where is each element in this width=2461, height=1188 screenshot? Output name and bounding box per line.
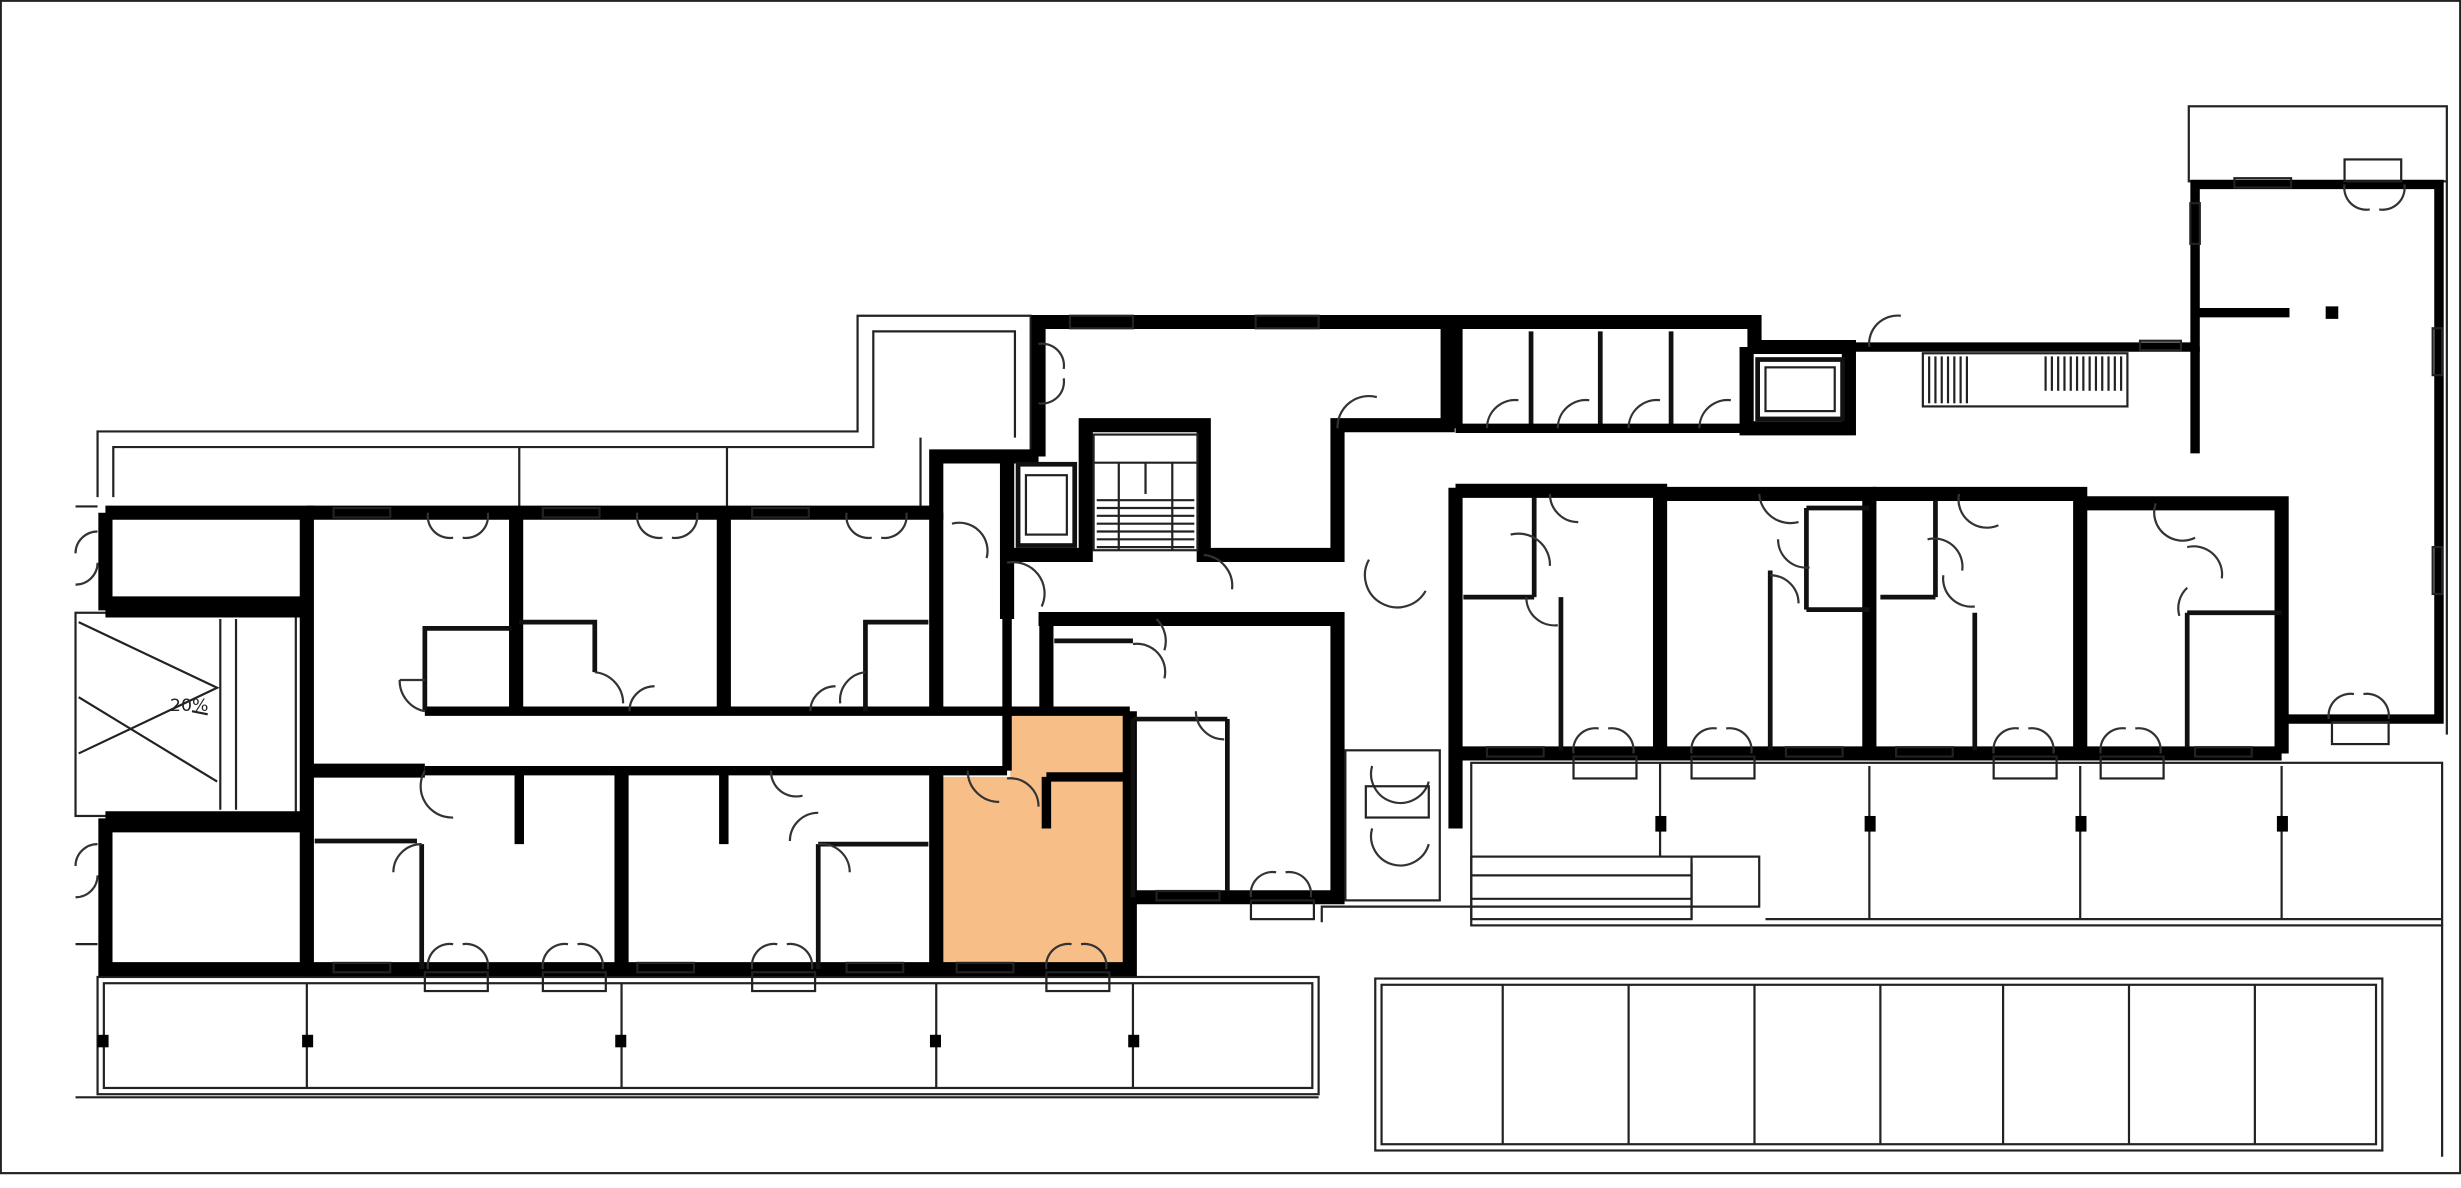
columns — [97, 306, 2339, 1048]
walls — [98, 179, 2444, 977]
ramp-label: 20% — [170, 696, 208, 716]
site-outlines — [74, 105, 2448, 1157]
vertical-circulation — [1015, 357, 1845, 552]
highlighted-unit[interactable] — [939, 711, 1127, 963]
stair-treads — [1096, 356, 2123, 549]
doors — [74, 184, 2406, 970]
windows — [332, 158, 2444, 993]
